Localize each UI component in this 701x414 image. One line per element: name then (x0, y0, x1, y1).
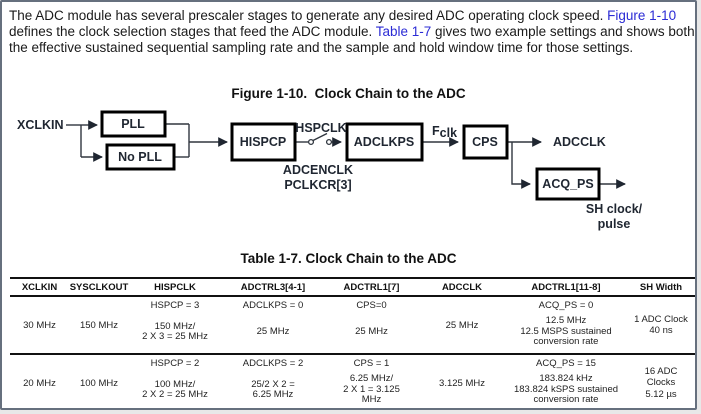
col-header-sh-width: SH Width (626, 278, 695, 297)
col-header-xclkin: XCLKIN (10, 278, 69, 297)
cell-adctrl1-11-8: ACQ_PS = 15 183.824 kHz 183.824 kSPS sus… (506, 353, 626, 408)
adctrl1-7-value: 25 MHz (355, 325, 388, 337)
cell-adctrl1-7: CPS=0 25 MHz (325, 296, 418, 354)
acq-ps-label: ACQ_PS (542, 177, 593, 191)
cell-sh-width: 16 ADC Clocks 5.12 µs (626, 353, 695, 408)
cell-xclkin: 30 MHz (23, 319, 56, 331)
cell-adcclk: 25 MHz (445, 319, 479, 331)
acq-ps-block (535, 167, 601, 201)
col-header-adctrl3: ADCTRL3[4-1] (221, 278, 325, 297)
adctrl1-7-setting: CPS = 1 (353, 358, 390, 369)
col-header-adctrl1-7: ADCTRL1[7] (325, 278, 418, 297)
intro-text-2: defines the clock selection stages that … (9, 24, 376, 40)
adc-enable-switch-icon (307, 132, 333, 146)
hspclk-label: HSPCLK (295, 121, 346, 135)
adctrl1-11-8-setting: ACQ_PS = 0 (538, 300, 594, 311)
table-row: 20 MHz 100 MHz HSPCP = 2 100 MHz/ 2 X 2 … (10, 353, 695, 408)
table-title: Table 1-7. Clock Chain to the ADC (240, 251, 457, 266)
adclkps-block (345, 122, 424, 162)
cell-adctrl3: ADCLKPS = 2 25/2 X 2 = 6.25 MHz (221, 353, 325, 408)
adctrl3-setting: ADCLKPS = 2 (242, 358, 304, 369)
hispclk-setting: HSPCP = 2 (150, 358, 200, 369)
adcclk-label: ADCCLK (553, 135, 606, 149)
adclkps-label: ADCLKPS (354, 135, 414, 149)
hispcp-label: HISPCP (240, 135, 287, 149)
xclkin-label: XCLKIN (17, 118, 64, 132)
intro-paragraph: The ADC module has several prescaler sta… (9, 8, 695, 57)
cell-sysclkout: 100 MHz (69, 353, 129, 408)
adctrl1-11-8-setting: ACQ_PS = 15 (536, 358, 596, 369)
table-row: 30 MHz 150 MHz HSPCP = 3 150 MHz/ 2 X 3 … (10, 296, 695, 354)
cell-adctrl1-7: CPS = 1 6.25 MHz/ 2 X 1 = 3.125 MHz (325, 353, 418, 408)
cell-adctrl1-11-8: ACQ_PS = 0 12.5 MHz 12.5 MSPS sustained … (506, 296, 626, 354)
connector-lines (66, 120, 626, 189)
col-header-hispclk: HISPCLK (129, 278, 221, 297)
col-header-sysclkout: SYSCLKOUT (69, 278, 129, 297)
cell-hispclk: HSPCP = 3 150 MHz/ 2 X 3 = 25 MHz (129, 296, 221, 354)
cell-sysclkout: 150 MHz (79, 319, 118, 331)
col-header-adctrl1-11-8: ADCTRL1[11-8] (506, 278, 626, 297)
cell-xclkin: 20 MHz (10, 353, 69, 408)
adctrl3-value: 25/2 X 2 = 6.25 MHz (251, 378, 295, 400)
table-1-7-link[interactable]: Table 1-7 (375, 24, 432, 40)
pclkcr-label: PCLKCR[3] (284, 178, 351, 192)
adctrl3-setting: ADCLKPS = 0 (242, 300, 304, 311)
adctrl1-11-8-value: 12.5 MHz 12.5 MSPS sustained conversion … (520, 315, 612, 348)
adctrl3-value: 25 MHz (256, 325, 290, 337)
pll-label: PLL (121, 117, 145, 131)
cell-adctrl3: ADCLKPS = 0 25 MHz (221, 296, 325, 354)
hispclk-value: 150 MHz/ 2 X 3 = 25 MHz (142, 320, 208, 342)
cell-hispclk: HSPCP = 2 100 MHz/ 2 X 2 = 25 MHz (129, 353, 221, 408)
figure-title: Figure 1-10. Clock Chain to the ADC (231, 86, 466, 101)
intro-text-3: gives two example settings and shows bot… (9, 24, 695, 56)
hispclk-setting: HSPCP = 3 (150, 300, 200, 311)
hispclk-value: 100 MHz/ 2 X 2 = 25 MHz (142, 378, 208, 400)
adctrl1-7-value: 6.25 MHz/ 2 X 1 = 3.125 MHz (343, 373, 400, 406)
cell-sh-width: 1 ADC Clock 40 ns (626, 296, 695, 354)
figure-1-10-link[interactable]: Figure 1-10 (607, 8, 677, 23)
adcenclk-label: ADCENCLK (283, 163, 353, 177)
pll-block (100, 110, 167, 138)
intro-text-1: The ADC module has several prescaler sta… (9, 8, 608, 23)
table-header-row: XCLKIN SYSCLKOUT HISPCLK ADCTRL3[4-1] AD… (10, 278, 695, 297)
no-pll-label: No PLL (118, 150, 162, 164)
adctrl1-11-8-value: 183.824 kHz 183.824 kSPS sustained conve… (513, 373, 619, 406)
col-header-adcclk: ADCCLK (418, 278, 506, 297)
fclk-label: Fclk (432, 124, 457, 140)
clock-chain-diagram: XCLKIN PLL No PLL HISPCP HSPCLK ADCENCLK… (17, 110, 626, 201)
adctrl1-7-setting: CPS=0 (356, 300, 387, 311)
clock-chain-table: XCLKIN SYSCLKOUT HISPCLK ADCTRL3[4-1] AD… (10, 277, 695, 408)
sh-width-value: 1 ADC Clock 40 ns (634, 313, 688, 336)
no-pll-block (105, 143, 176, 171)
cell-adcclk: 3.125 MHz (418, 353, 506, 408)
cps-block (462, 124, 509, 160)
cps-label: CPS (472, 135, 498, 149)
sh-clock-pulse-label: SH clock/ pulse (585, 202, 643, 231)
hispcp-block (230, 122, 297, 162)
sh-width-value: 16 ADC Clocks 5.12 µs (644, 365, 678, 400)
